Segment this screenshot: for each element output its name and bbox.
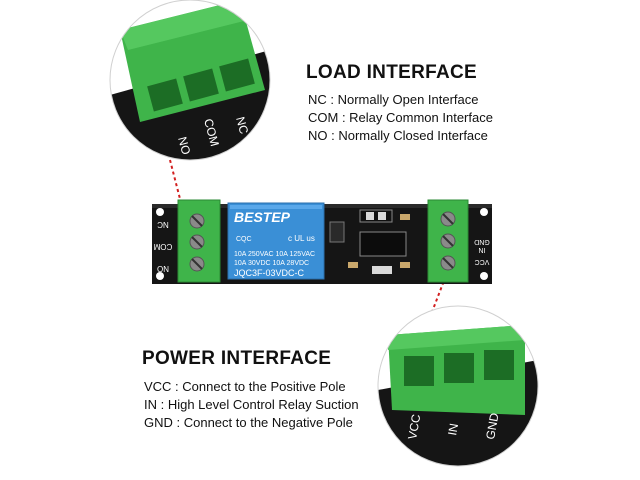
load-line-nc: NC : Normally Open Interface [308,92,479,107]
power-interface-title: POWER INTERFACE [142,348,332,369]
zoom-label-no: NO [175,135,193,156]
cqc-mark: CQC [236,236,252,243]
board-label-com: COM [153,242,172,251]
relay-brand: BESTEP [234,209,291,225]
relay-model: JQC3F-03VDC-C [234,268,305,278]
load-line-no: NO : Normally Closed Interface [308,128,488,143]
load-interface-title: LOAD INTERFACE [306,62,477,83]
board-label-nc: NC [157,220,169,229]
power-line-gnd: GND : Connect to the Negative Pole [144,415,353,430]
load-line-com: COM : Relay Common Interface [308,110,493,125]
power-zoom-circle [377,305,539,467]
zoom-label-nc: NC [233,115,251,136]
power-line-vcc: VCC : Connect to the Positive Pole [144,379,346,394]
power-line-in: IN : High Level Control Relay Suction [144,397,359,412]
relay-spec-2: 10A 30VDC 10A 28VDC [234,260,309,267]
power-terminal-block [427,199,469,283]
load-zoom-circle [109,0,271,161]
load-terminal-block [177,199,221,283]
ul-mark: c UL us [288,234,315,243]
relay-spec-1: 10A 250VAC 10A 125VAC [234,251,315,258]
board-label-gnd: GND [474,238,490,245]
board-label-in: IN [479,246,486,253]
zoom-label-vcc: VCC [405,413,423,441]
zoom-label-in: IN [445,422,461,436]
control-circuit [329,209,410,274]
board-label-no: NO [157,264,169,273]
zoom-label-gnd: GND [483,412,501,441]
relay-component [227,202,325,280]
board-label-vcc: VCC [475,258,490,265]
